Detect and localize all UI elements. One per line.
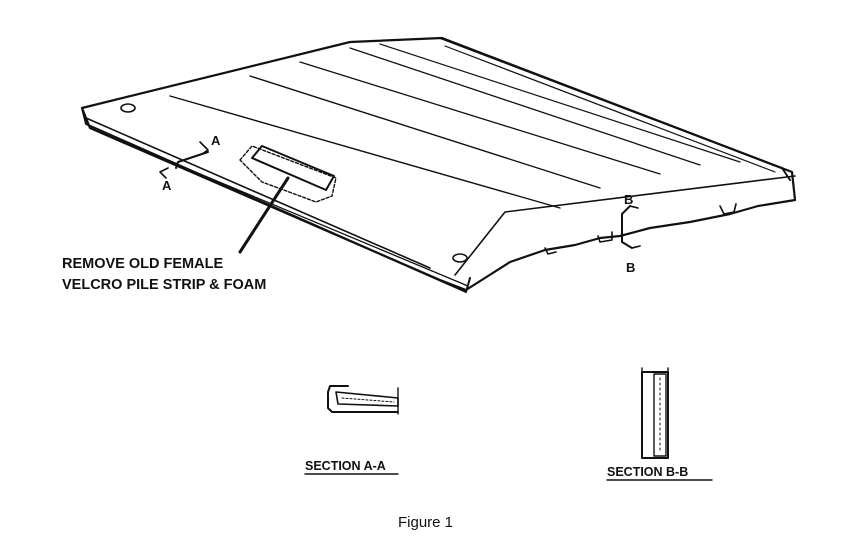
velcro-pile-strip — [251, 145, 335, 191]
section-b-label: SECTION B-B — [607, 465, 688, 479]
marker-a-top: A — [211, 133, 221, 148]
old-foam-patch — [239, 145, 337, 203]
marker-a-bottom: A — [162, 178, 172, 193]
mount-hole-right-icon — [452, 253, 468, 263]
marker-b-bottom: B — [626, 260, 635, 275]
mount-hole-left-icon — [120, 103, 136, 113]
callout-leader-line — [238, 176, 290, 254]
section-b-marker: B B — [621, 192, 641, 275]
section-a-label: SECTION A-A — [305, 459, 386, 473]
figure-caption: Figure 1 — [398, 514, 453, 531]
callout-line-2: VELCRO PILE STRIP & FOAM — [62, 277, 266, 293]
headliner-panel — [80, 36, 797, 293]
section-a-detail — [327, 385, 399, 415]
marker-b-top: B — [624, 192, 633, 207]
section-b-detail — [641, 367, 669, 459]
callout-line-1: REMOVE OLD FEMALE — [62, 256, 223, 272]
section-a-marker: A A — [159, 133, 221, 193]
